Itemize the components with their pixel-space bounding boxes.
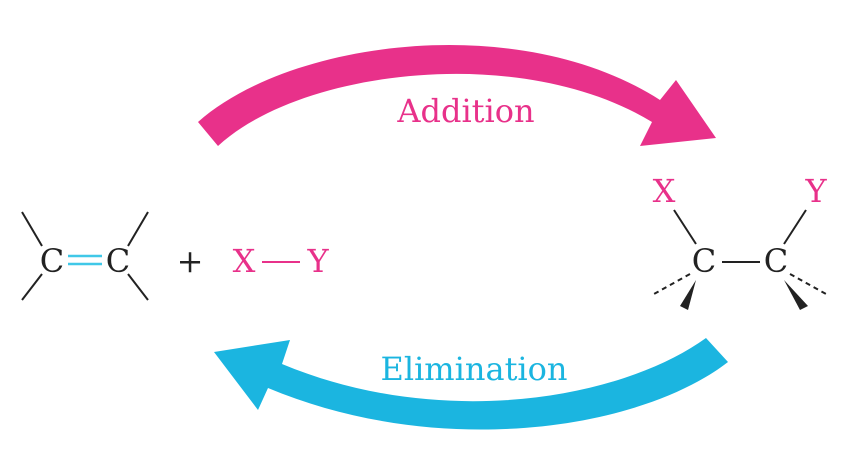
alkene-bond-upper-right: [127, 211, 149, 247]
product: X Y C C: [653, 172, 827, 310]
product-bond-x-c: [673, 209, 697, 245]
elimination-label: Elimination: [380, 350, 567, 388]
alkene-bond-upper-left: [21, 211, 43, 247]
product-dashed-bond-left: [653, 273, 691, 295]
product-wedge-bond-left: [680, 280, 696, 310]
reagent-x: X: [233, 242, 256, 280]
reagent-x-y: X Y: [233, 242, 330, 280]
product-bond-y-c: [783, 209, 807, 245]
product-substituent-y: Y: [804, 172, 827, 210]
elimination-arrow: [214, 338, 728, 430]
product-dashed-bond-right: [789, 273, 827, 295]
product-right-carbon: C: [764, 242, 788, 280]
alkene-right-carbon: C: [106, 242, 130, 280]
product-substituent-x: X: [653, 172, 676, 210]
alkene: C C: [21, 211, 149, 301]
product-left-carbon: C: [692, 242, 716, 280]
addition-arrow: [198, 45, 716, 146]
alkene-left-carbon: C: [40, 242, 64, 280]
plus-sign: +: [177, 242, 204, 280]
alkene-bond-lower-right: [127, 273, 149, 301]
elimination-arrow-body: [214, 338, 728, 430]
alkene-bond-lower-left: [21, 273, 43, 301]
addition-label: Addition: [396, 92, 534, 130]
product-wedge-bond-right: [784, 280, 808, 310]
addition-arrow-body: [198, 45, 716, 146]
reagent-y: Y: [306, 242, 329, 280]
